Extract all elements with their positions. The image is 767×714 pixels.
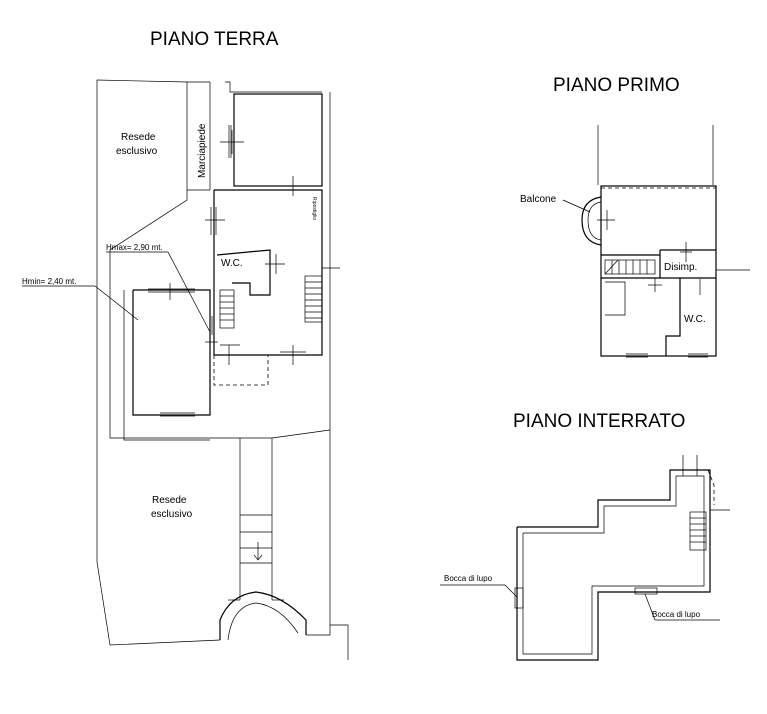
label-bocca-di-lupo-right: Bocca di lupo <box>652 610 701 619</box>
label-ripostiglio: Ripostiglio <box>311 197 317 220</box>
label-disimp: Disimp. <box>664 262 697 273</box>
label-esclusivo-bottom: esclusivo <box>151 509 193 520</box>
label-hmax: Hmax= 2,90 mt. <box>106 243 163 252</box>
label-balcone: Balcone <box>520 194 557 205</box>
basement-title: PIANO INTERRATO <box>513 411 685 432</box>
label-bocca-di-lupo-left: Bocca di lupo <box>444 574 493 583</box>
basement-plan <box>440 455 730 661</box>
label-esclusivo-top: esclusivo <box>116 146 158 157</box>
first-floor-plan <box>562 125 750 358</box>
first-floor-title: PIANO PRIMO <box>553 75 680 96</box>
ground-floor-plan <box>22 79 349 660</box>
label-wc-first: W.C. <box>684 314 706 325</box>
label-marciapiede: Marciapiede <box>197 123 208 178</box>
label-wc-ground: W.C. <box>221 258 243 269</box>
label-hmin: Hmin= 2,40 mt. <box>22 277 76 286</box>
label-resede-top: Resede <box>121 132 156 143</box>
ground-floor-title: PIANO TERRA <box>150 29 279 50</box>
label-resede-bottom: Resede <box>152 495 187 506</box>
